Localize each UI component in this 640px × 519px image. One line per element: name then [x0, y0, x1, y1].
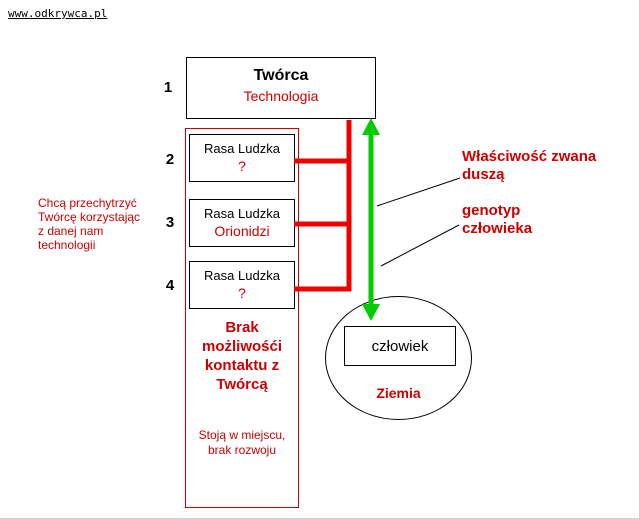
race-title: Rasa Ludzka — [204, 206, 280, 221]
creator-title: Twórca — [253, 67, 309, 84]
race-title: Rasa Ludzka — [204, 268, 280, 283]
human-label: człowiek — [371, 337, 429, 355]
race-subtitle: ? — [238, 285, 246, 301]
race-subtitle: ? — [238, 158, 246, 174]
watermark: www.odkrywca.pl — [8, 7, 108, 20]
number-label-1: 1 — [163, 79, 173, 96]
genotype-label: genotyp człowieka — [462, 202, 533, 237]
number-label-3: 3 — [165, 214, 175, 231]
earth-label: Ziemia — [376, 385, 421, 401]
number-label-4: 4 — [165, 277, 175, 294]
quarantine-frame — [185, 128, 299, 508]
human-box: człowiek — [344, 326, 456, 366]
race-subtitle: Orionidzi — [214, 223, 270, 239]
number-label-2: 2 — [165, 151, 175, 168]
earth-ellipse — [325, 296, 472, 420]
race-box-4: Rasa Ludzka ? — [189, 261, 295, 309]
race-title: Rasa Ludzka — [204, 141, 280, 156]
race-box-3: Rasa Ludzka Orionidzi — [189, 199, 295, 247]
creator-box: Twórca Technologia — [186, 57, 376, 119]
race-box-2: Rasa Ludzka ? — [189, 134, 295, 182]
stagnation-note: Stoją w miejscu, brak rozwoju — [198, 428, 286, 457]
no-contact-heading: Brak możliwośći kontaktu z Twórcą — [201, 319, 283, 393]
green-arrow-head-up — [362, 118, 380, 135]
creator-subtitle: Technologia — [243, 88, 319, 104]
soul-label: Właściwość zwana duszą — [462, 148, 597, 183]
left-note: Chcą przechytrzyć Twórcę korzystając z d… — [38, 196, 141, 252]
pointer-line-genotype — [380, 224, 460, 267]
pointer-line-soul — [376, 177, 461, 207]
